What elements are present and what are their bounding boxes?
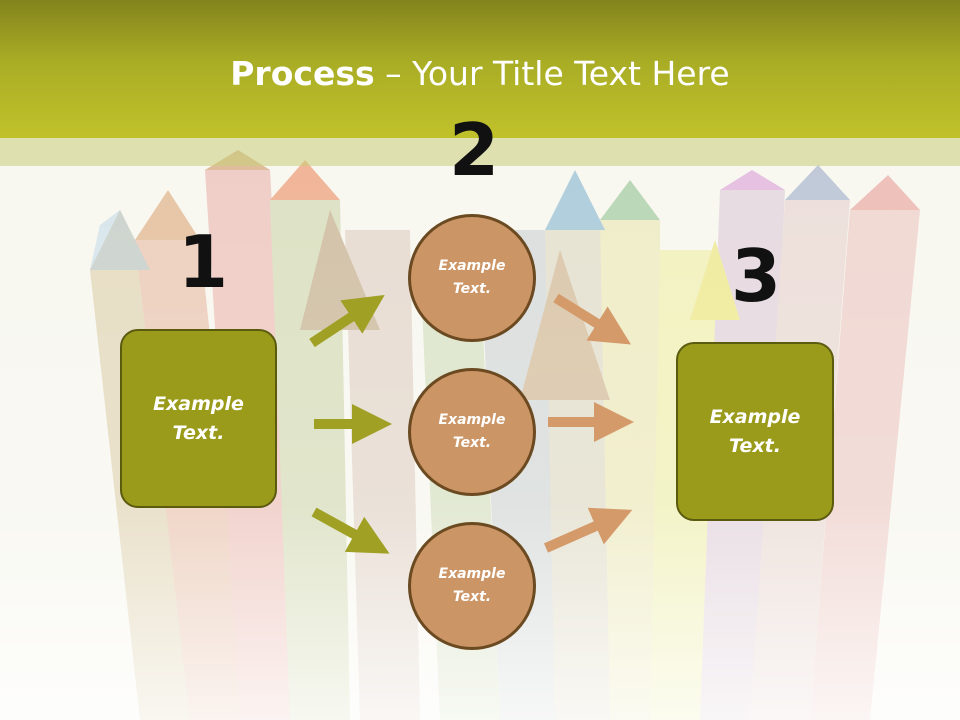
step-2-circle-middle: Example Text. bbox=[408, 368, 536, 496]
arrow-2-to-3-top bbox=[553, 293, 631, 345]
step-1-box: Example Text. bbox=[120, 329, 277, 508]
step-2-circle-top: Example Text. bbox=[408, 214, 536, 342]
step-number-1: 1 bbox=[178, 220, 229, 304]
step-number-2: 2 bbox=[449, 108, 500, 192]
title-separator: – bbox=[374, 54, 413, 93]
circle-bottom-line1: Example bbox=[438, 566, 506, 582]
title-bar bbox=[0, 0, 960, 138]
step-3-line2: Text. bbox=[729, 434, 781, 457]
circle-top-line1: Example bbox=[438, 258, 506, 274]
circle-middle-line1: Example bbox=[438, 412, 506, 428]
circle-top-line2: Text. bbox=[452, 281, 492, 297]
step-3-line1: Example bbox=[709, 405, 801, 428]
page-title: Process – Your Title Text Here bbox=[0, 52, 960, 96]
circle-middle-line2: Text. bbox=[452, 435, 492, 451]
step-3-box: Example Text. bbox=[676, 342, 834, 521]
step-1-line1: Example bbox=[153, 392, 244, 415]
step-2-circle-bottom: Example Text. bbox=[408, 522, 536, 650]
arrow-1-to-2-top bbox=[309, 294, 385, 348]
circle-bottom-line2: Text. bbox=[452, 589, 492, 605]
title-bold: Process bbox=[230, 54, 375, 93]
title-bar-strip bbox=[0, 138, 960, 166]
step-1-line2: Text. bbox=[172, 421, 225, 444]
title-rest: Your Title Text Here bbox=[412, 54, 730, 93]
arrow-2-to-3-bottom bbox=[543, 507, 633, 553]
arrow-1-to-2-bottom bbox=[311, 507, 390, 554]
step-number-3: 3 bbox=[731, 234, 782, 318]
